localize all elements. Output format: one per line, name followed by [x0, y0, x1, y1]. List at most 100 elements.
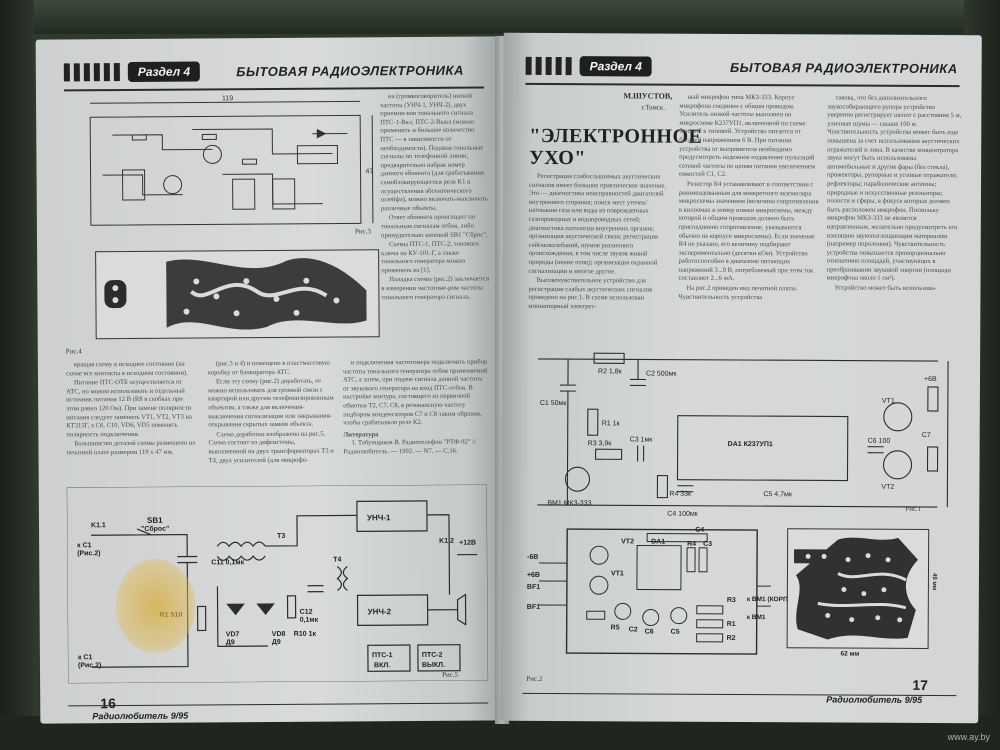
svg-text:T4: T4: [333, 557, 341, 564]
article-title: "ЭЛЕКТРОННОЕ УХО": [529, 125, 702, 170]
svg-text:C6: C6: [645, 628, 654, 635]
svg-text:VD8: VD8: [272, 631, 286, 638]
svg-text:BF1: BF1: [527, 604, 540, 611]
fig4-pcb: [95, 249, 380, 340]
fig5-label: Рис.5: [442, 670, 459, 679]
svg-text:C6 100: C6 100: [868, 438, 891, 445]
svg-text:VT1: VT1: [882, 398, 895, 405]
watermark: www.ay.by: [947, 732, 990, 742]
svg-text:C11 0,1мк: C11 0,1мк: [211, 559, 244, 566]
header-stripes: [525, 56, 572, 76]
left-text-col-top: на (громкоговоритель) низкой частоты (УН…: [380, 92, 490, 301]
svg-text:Д9: Д9: [226, 639, 235, 646]
right-text-col-2: ный микрофон типа МКЗ-333. Корпус микроф…: [678, 93, 819, 301]
left-magazine-label: Радиолюбитель 9/95: [92, 710, 189, 722]
svg-text:C4 100мк: C4 100мк: [667, 511, 698, 518]
fig2-label-vm1: к ВМ1: [746, 614, 766, 622]
svg-text:BM1 МК3-333: BM1 МК3-333: [547, 500, 591, 507]
article-title-line-2: УХО": [529, 146, 586, 170]
svg-text:R2 1,8к: R2 1,8к: [598, 368, 623, 375]
section-label: Раздел 4: [127, 61, 201, 82]
coffee-stain: [115, 558, 196, 654]
svg-text:C2: C2: [629, 626, 638, 633]
fig2-component-layout: -6В +6В BF1 BF1 VT2 VT1 C4 DA1 R4 C3 R5 …: [526, 525, 777, 666]
section-title: БЫТОВАЯ РАДИОЭЛЕКТРОНИКА: [236, 62, 464, 79]
svg-text:DA1 К237УП1: DA1 К237УП1: [728, 441, 773, 448]
svg-text:VT2: VT2: [881, 484, 894, 491]
fig2-label-vm1-korp: к ВМ1 (КОРП.): [746, 596, 792, 604]
svg-text:ПТС-2: ПТС-2: [422, 652, 443, 659]
table-background-top: [0, 0, 1000, 34]
svg-text:C3 1мк: C3 1мк: [630, 436, 654, 443]
svg-text:C5: C5: [671, 629, 680, 636]
svg-text:C7: C7: [922, 432, 931, 439]
svg-text:к C1: к C1: [78, 654, 93, 661]
svg-text:0,1мк: 0,1мк: [300, 617, 319, 624]
header-rule: [525, 82, 960, 88]
right-page: Раздел 4 БЫТОВАЯ РАДИОЭЛЕКТРОНИКА М.ШУСТ…: [500, 32, 982, 724]
svg-text:к C1: к C1: [77, 542, 92, 549]
table-background-left: [0, 0, 34, 750]
svg-text:ПТС-1: ПТС-1: [372, 652, 393, 659]
literature-item: 1. Табунщиков В. Радиотелефон "РТФ-92" /…: [343, 438, 476, 456]
fig2-label: Рис.2: [526, 674, 543, 683]
svg-text:Д9: Д9: [272, 639, 281, 646]
article-author: М.ШУСТОВ,: [623, 91, 673, 101]
left-text-col-3: и подключения частотомера подключить при…: [342, 358, 488, 456]
svg-text:C2 500мк: C2 500мк: [646, 371, 677, 378]
fig1-schematic: R2 1,8к C2 500мк C1 50мк R1 1к R3 3,9к C…: [527, 345, 958, 521]
right-page-header: Раздел 4 БЫТОВАЯ РАДИОЭЛЕКТРОНИКА: [525, 53, 958, 81]
fig3-schematic: 119 47: [72, 93, 379, 235]
svg-text:BF1: BF1: [527, 584, 540, 591]
svg-text:R4 33к: R4 33к: [669, 491, 692, 498]
fig2-pcb: [786, 528, 930, 649]
svg-text:R5: R5: [611, 624, 620, 631]
left-page-header: Раздел 4 БЫТОВАЯ РАДИОЭЛЕКТРОНИКА: [63, 57, 464, 86]
svg-text:R4: R4: [687, 541, 696, 548]
svg-text:R1: R1: [727, 621, 736, 628]
left-page-number: 16: [100, 695, 116, 712]
fig3-height-dim: 47: [366, 168, 374, 175]
fig3-width-dim: 119: [222, 95, 233, 102]
svg-text:+6В: +6В: [924, 376, 937, 383]
svg-text:R10 1к: R10 1к: [294, 631, 317, 638]
svg-text:-6В: -6В: [527, 554, 538, 561]
svg-text:R2: R2: [727, 635, 736, 642]
fig1-label: Рис.1: [905, 504, 922, 513]
svg-text:R3 3,9к: R3 3,9к: [588, 440, 613, 447]
header-rule: [63, 86, 484, 92]
left-page: Раздел 4 БЫТОВАЯ РАДИОЭЛЕКТРОНИКА: [35, 36, 505, 724]
svg-text:T3: T3: [277, 533, 285, 540]
section-label: Раздел 4: [579, 56, 653, 77]
svg-text:R1 1к: R1 1к: [602, 420, 621, 427]
fig2-dim-width: 62 мм: [840, 650, 860, 658]
svg-text:VT2: VT2: [621, 538, 634, 545]
svg-text:K1.1: K1.1: [91, 522, 106, 529]
svg-text:C5 4,7мк: C5 4,7мк: [763, 491, 792, 498]
svg-text:+6В: +6В: [527, 572, 540, 579]
header-stripes: [63, 63, 120, 82]
svg-text:C4: C4: [695, 527, 704, 534]
svg-text:(Рис.2): (Рис.2): [78, 662, 101, 669]
svg-text:VT1: VT1: [611, 570, 624, 577]
right-text-col-1: Регистрация слабослышимых акустических с…: [528, 172, 667, 311]
svg-text:УНЧ-1: УНЧ-1: [367, 513, 391, 522]
section-title: БЫТОВАЯ РАДИОЭЛЕКТРОНИКА: [729, 59, 958, 76]
right-page-number: 17: [912, 676, 929, 693]
left-text-col-1: вращая схему в исходное состояние (на сх…: [65, 360, 196, 457]
svg-text:ВЫКЛ.: ВЫКЛ.: [422, 662, 445, 669]
left-text-col-2: (рис.3 и 4) и помещено в пластмассовую к…: [207, 359, 334, 464]
right-magazine-label: Радиолюбитель 9/95: [826, 694, 923, 705]
fig4-label: Рис.4: [65, 347, 82, 356]
article-city: г.Томск.: [641, 103, 666, 112]
svg-text:C1 50мк: C1 50мк: [540, 400, 568, 407]
svg-text:(Рис.2): (Рис.2): [77, 550, 100, 557]
svg-text:"Сброс": "Сброс": [141, 525, 169, 533]
footer-rule: [68, 702, 489, 707]
svg-text:R3: R3: [727, 597, 736, 604]
svg-text:УНЧ-2: УНЧ-2: [368, 607, 392, 616]
svg-text:DA1: DA1: [651, 539, 665, 546]
svg-text:C12: C12: [300, 609, 313, 616]
svg-text:+12В: +12В: [459, 540, 476, 547]
svg-text:C3: C3: [703, 541, 712, 548]
